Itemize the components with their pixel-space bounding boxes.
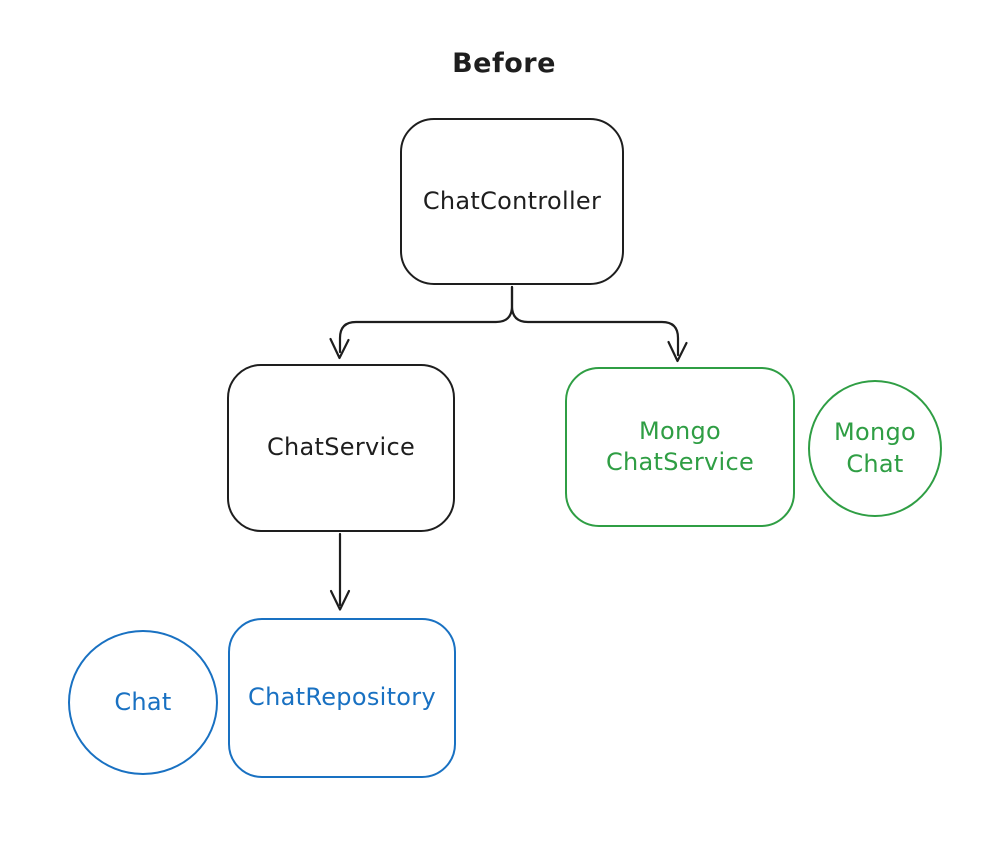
node-mongo-chat-service-label: Mongo ChatService — [605, 416, 755, 476]
node-chat: Chat — [68, 630, 218, 775]
node-chat-label: Chat — [114, 687, 172, 716]
diagram-title: Before — [452, 48, 556, 79]
node-chat-controller-label: ChatController — [422, 186, 602, 215]
edge-chatcontroller-to-chatservice — [329, 285, 514, 360]
node-mongo-chat: Mongo Chat — [808, 380, 942, 517]
edge-chatcontroller-to-mongochatservice — [510, 285, 688, 363]
node-chat-controller: ChatController — [400, 118, 624, 285]
node-chat-repository-label: ChatRepository — [248, 683, 436, 712]
node-chat-service: ChatService — [227, 364, 455, 532]
node-mongo-chat-service: Mongo ChatService — [565, 367, 795, 527]
edge-chatservice-to-chatrepository — [329, 532, 351, 611]
node-chat-service-label: ChatService — [266, 433, 416, 462]
node-mongo-chat-label: Mongo Chat — [833, 418, 917, 478]
node-chat-repository: ChatRepository — [228, 618, 456, 778]
